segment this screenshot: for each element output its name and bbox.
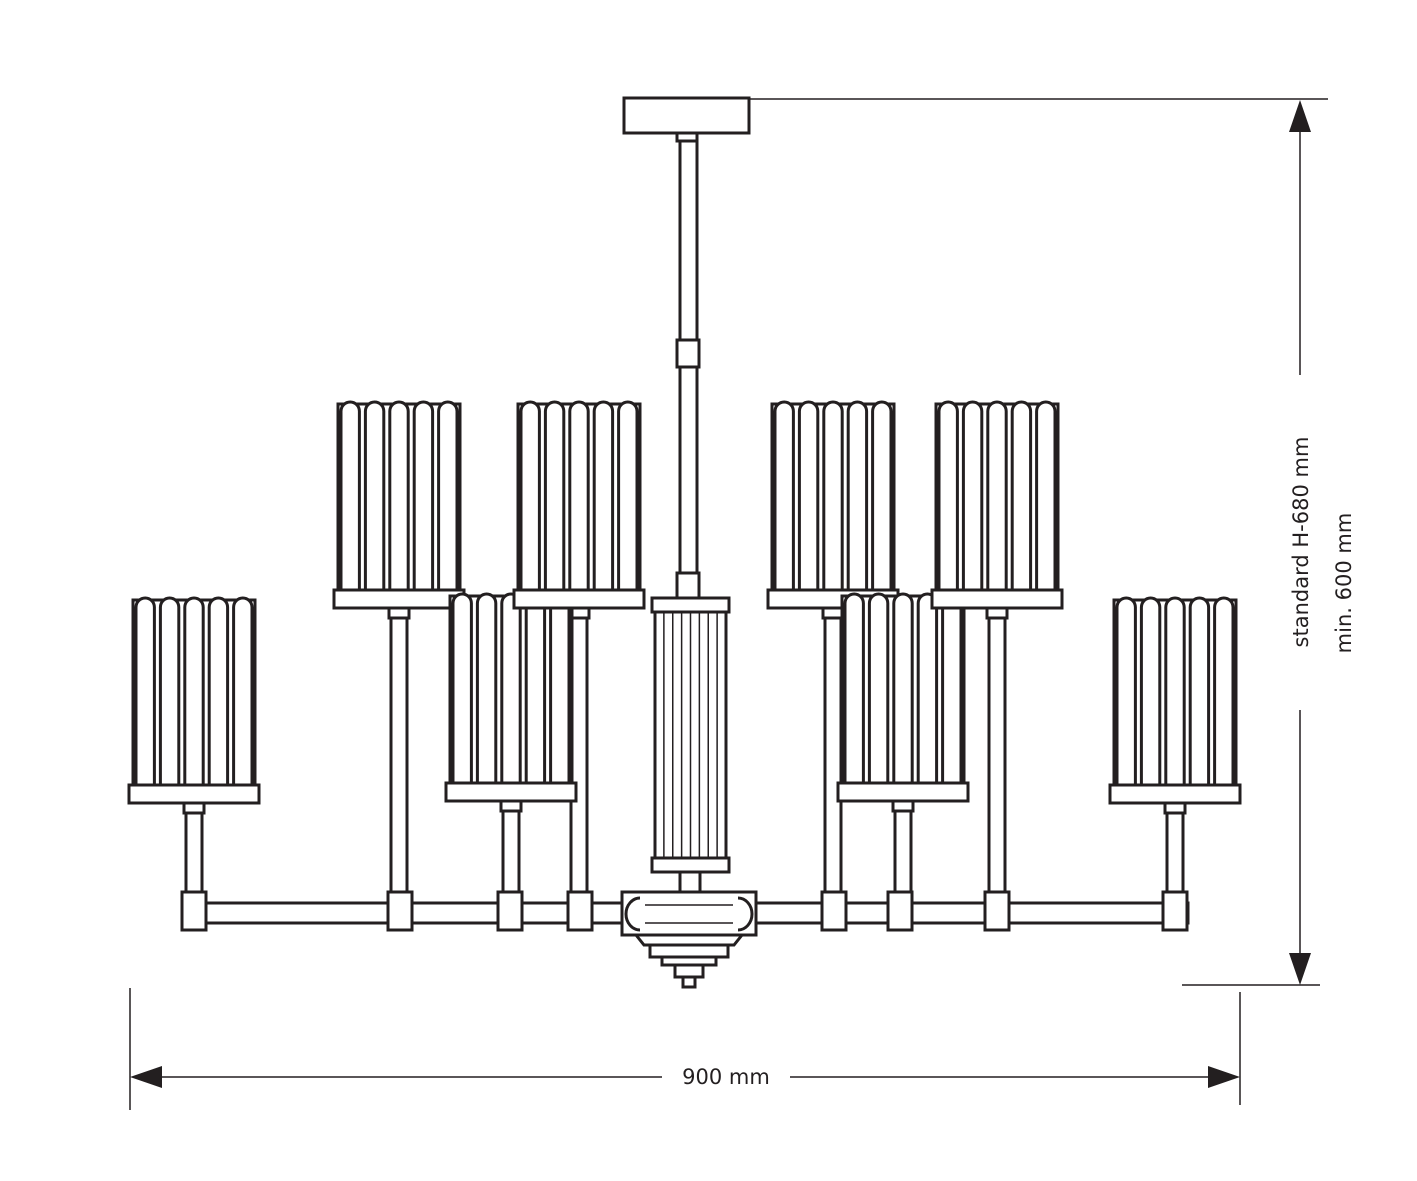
- shade-stem: [180, 801, 208, 932]
- hub-arm-ring-right: [737, 896, 754, 932]
- width-label: 900 mm: [682, 1065, 770, 1089]
- ceiling-canopy: [622, 96, 751, 135]
- shade-stem: [386, 606, 414, 932]
- fluted-glass-shade: [1108, 596, 1242, 805]
- height-dimension: standard H-680 mm min. 600 mm: [749, 98, 1356, 986]
- arm-connector: [180, 890, 208, 932]
- column-top-cap: [650, 596, 731, 614]
- finial: [681, 975, 697, 989]
- fluted-glass-shade: [127, 596, 261, 805]
- suspension-rod-upper: [678, 139, 699, 343]
- arrow-left-icon: [130, 1066, 162, 1088]
- arm-connector: [886, 890, 914, 932]
- arrow-up-icon: [1289, 100, 1311, 132]
- chandelier: [127, 96, 1242, 989]
- fluted-glass-shade: [332, 400, 466, 610]
- shade-base-plate: [127, 783, 261, 805]
- fluted-glass-shade: [836, 592, 970, 803]
- shade-base-plate: [930, 588, 1064, 610]
- column-bottom-cap: [650, 856, 731, 874]
- hub-arm-ring-left: [624, 896, 641, 932]
- arm-connector: [386, 890, 414, 932]
- shade-base-plate: [836, 781, 970, 803]
- fluted-glass-shade: [444, 592, 578, 803]
- arm-connector: [820, 890, 848, 932]
- arrow-right-icon: [1208, 1066, 1240, 1088]
- arm-connector: [983, 890, 1011, 932]
- shade-base-plate: [444, 781, 578, 803]
- shade-base-plate: [512, 588, 646, 610]
- arm-connector: [496, 890, 524, 932]
- fluted-glass-shade: [930, 400, 1064, 610]
- arrow-down-icon: [1289, 953, 1311, 985]
- rod-joint: [675, 338, 701, 369]
- central-hub: [620, 890, 758, 989]
- shade-stem: [566, 606, 594, 932]
- suspension-rod-lower: [678, 365, 699, 576]
- shade-base-plate: [332, 588, 466, 610]
- shade-stem: [1161, 801, 1189, 932]
- shade-stem: [820, 606, 848, 932]
- fluted-glass-shade: [512, 400, 646, 610]
- hub-body: [620, 890, 758, 937]
- shade-stem: [886, 799, 915, 932]
- height-min-label: min. 600 mm: [1332, 513, 1356, 654]
- shade-stem: [983, 606, 1011, 932]
- arm-connector: [1161, 890, 1189, 932]
- shade-base-plate: [1108, 783, 1242, 805]
- rod-connector: [675, 571, 701, 600]
- width-dimension: 900 mm: [129, 988, 1241, 1110]
- fluted-glass-shade: [766, 400, 900, 610]
- arm-connector: [566, 890, 594, 932]
- shade-stem: [496, 799, 524, 932]
- height-standard-label: standard H-680 mm: [1289, 437, 1313, 648]
- central-column: [650, 596, 731, 894]
- column-neck: [678, 870, 702, 894]
